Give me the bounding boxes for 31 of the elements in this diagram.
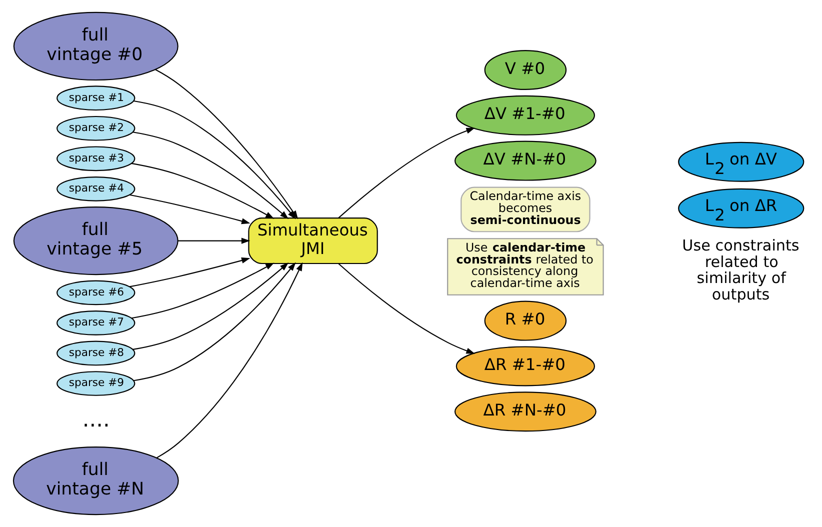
label: .... xyxy=(82,408,110,433)
label: Use constraints related to similarity of outputs xyxy=(682,236,800,304)
arrow xyxy=(338,128,475,218)
node-ellipse: V #0 xyxy=(484,50,567,90)
arrow xyxy=(134,100,296,220)
node-ellipse: ΔV #N-#0 xyxy=(454,140,596,181)
arrow xyxy=(132,132,289,220)
arrow xyxy=(156,262,303,458)
node-ellipse: sparse #1 xyxy=(56,86,136,111)
node-ellipse: full vintage #0 xyxy=(13,12,178,81)
node-ellipse: sparse #8 xyxy=(56,340,136,366)
node-ellipse: sparse #9 xyxy=(56,371,136,396)
node-ellipse: ΔR #N-#0 xyxy=(454,392,596,432)
node-ellipse: full vintage #5 xyxy=(13,206,178,276)
node-ellipse: R #0 xyxy=(484,300,567,341)
node-ellipse: sparse #7 xyxy=(56,310,136,336)
arrow xyxy=(129,194,250,224)
node-ellipse: sparse #3 xyxy=(56,146,136,172)
node-box: Calendar-time axis becomes semi-continuous xyxy=(460,186,590,232)
arrow xyxy=(178,238,250,244)
node-ellipse: full vintage #N xyxy=(12,446,179,516)
node-ellipse: sparse #4 xyxy=(56,176,136,202)
arrow xyxy=(132,262,289,350)
node-ellipse: sparse #6 xyxy=(56,280,136,306)
node-box: Simultaneous JMI xyxy=(248,218,378,264)
arrow xyxy=(129,258,250,288)
arrow xyxy=(131,162,274,219)
arrow xyxy=(131,262,274,319)
arrow xyxy=(338,263,475,354)
node-ellipse: sparse #2 xyxy=(56,116,136,141)
arrow xyxy=(134,262,296,382)
